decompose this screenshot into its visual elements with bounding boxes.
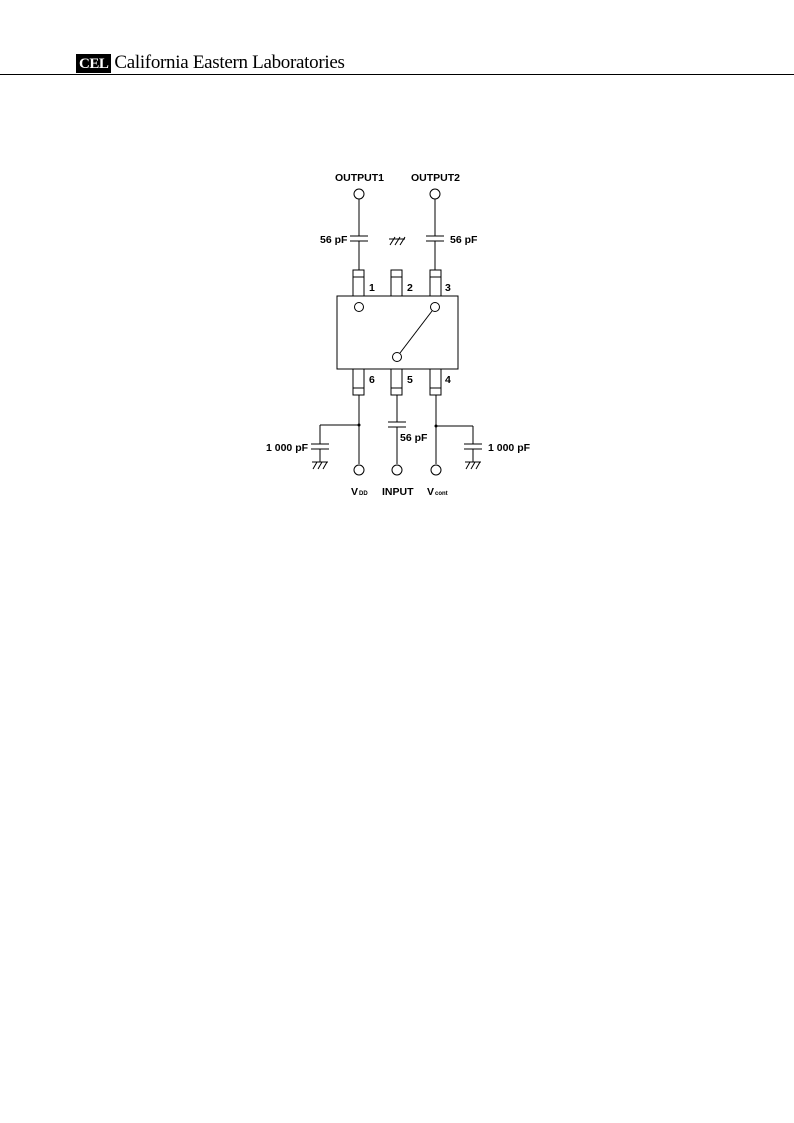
pin-2-ground-icon — [389, 236, 406, 246]
page-header: CEL California Eastern Laboratories — [76, 52, 345, 74]
pin-5-lead — [390, 368, 403, 396]
vcont-terminal — [430, 464, 442, 476]
vdd-junction — [357, 423, 361, 427]
pin-5-label: 5 — [407, 374, 413, 386]
switch-arm — [399, 310, 433, 354]
cel-logo: CEL — [76, 53, 112, 73]
vdd-label: VDD — [351, 486, 368, 498]
input-label: INPUT — [382, 486, 414, 498]
input-cap-label: 56 pF — [400, 432, 428, 444]
input-terminal — [391, 464, 403, 476]
pin-1-lead — [352, 269, 365, 297]
vcont-ground-icon — [465, 461, 481, 470]
pin-6-lead — [352, 368, 365, 396]
vcont-label: Vcont — [427, 486, 448, 498]
output2-label: OUTPUT2 — [411, 172, 460, 184]
pin-1-label: 1 — [369, 282, 375, 294]
pin-3-label: 3 — [445, 282, 451, 294]
output1-cap-label: 56 pF — [320, 234, 348, 246]
pin-3-lead — [429, 269, 442, 297]
switch-contact-1 — [354, 302, 364, 312]
company-name: California Eastern Laboratories — [114, 52, 345, 73]
output1-terminal — [353, 188, 365, 200]
vdd-ground-icon — [312, 461, 328, 470]
pin-6-label: 6 — [369, 374, 375, 386]
header-rule — [0, 74, 794, 75]
vcont-junction — [434, 424, 438, 428]
pin-2-lead — [390, 269, 403, 297]
output2-terminal — [429, 188, 441, 200]
switch-common — [392, 352, 402, 362]
vdd-capacitor — [311, 443, 329, 450]
vdd-terminal — [353, 464, 365, 476]
output2-cap-label: 56 pF — [450, 234, 478, 246]
vcont-capacitor — [464, 443, 482, 450]
output1-label: OUTPUT1 — [335, 172, 384, 184]
switch-contact-3 — [430, 302, 440, 312]
input-capacitor — [388, 421, 406, 428]
pin-4-label: 4 — [445, 374, 451, 386]
vdd-cap-label: 1 000 pF — [266, 442, 309, 454]
vcont-cap-label: 1 000 pF — [488, 442, 531, 454]
output2-capacitor — [426, 235, 444, 242]
pin-4-lead — [429, 368, 442, 396]
pin-2-label: 2 — [407, 282, 413, 294]
output1-capacitor — [350, 235, 368, 242]
